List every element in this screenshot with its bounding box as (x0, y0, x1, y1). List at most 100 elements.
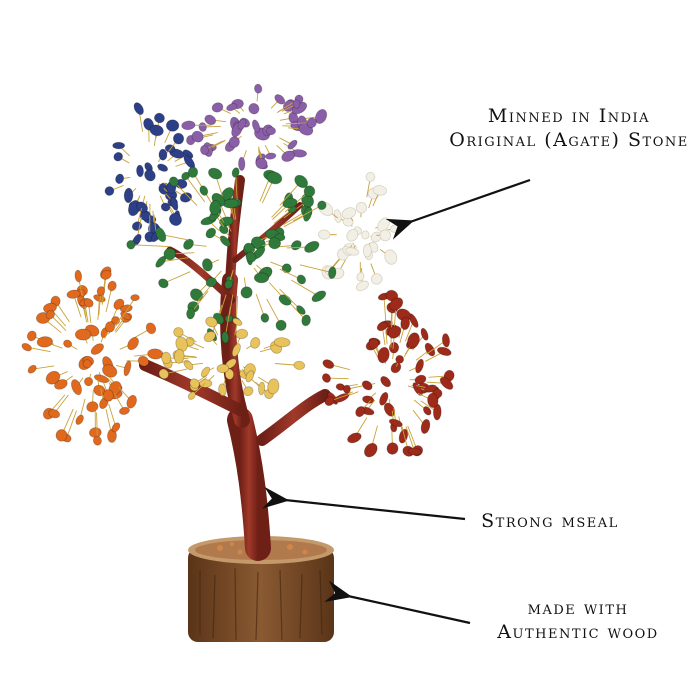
gem-chip (102, 364, 118, 378)
gem-chip (235, 328, 249, 340)
gold-wire (291, 279, 320, 297)
gem-chip (208, 167, 223, 180)
gem-chip (258, 381, 266, 396)
gem-chip (361, 230, 370, 240)
gem-chip (211, 102, 224, 113)
gem-chip (158, 368, 170, 380)
gem-chip (102, 389, 114, 402)
gold-wire (66, 410, 77, 439)
gem-chip (287, 139, 298, 150)
gem-chip (290, 240, 302, 251)
gem-chip (389, 224, 401, 233)
gem-chip (218, 224, 229, 235)
gem-chip (155, 227, 167, 243)
gem-chip (260, 313, 270, 323)
gem-chip (328, 266, 337, 280)
gem-chip (205, 227, 217, 239)
gem-chip (71, 379, 82, 396)
gem-chip (265, 126, 277, 136)
gem-chip (131, 221, 143, 231)
mseal-arrow (261, 486, 466, 521)
gem-chip (55, 429, 68, 442)
gem-chip (161, 351, 172, 365)
gold-wire (405, 426, 416, 452)
gem-chip (303, 206, 313, 222)
gem-chip (318, 229, 331, 240)
gem-chip (107, 280, 117, 292)
gem-chip (173, 348, 185, 364)
gem-chip (296, 305, 306, 315)
gem-chip (281, 263, 292, 274)
gem-chip (355, 406, 366, 418)
gem-chip (400, 316, 411, 330)
gem-chip (422, 406, 432, 416)
stone-arrow (385, 178, 531, 240)
gem-chip (63, 339, 73, 348)
gem-chip (165, 119, 180, 132)
gem-chip (186, 307, 196, 320)
gem-chip (265, 152, 277, 160)
gem-chip (136, 164, 144, 178)
gem-chip (104, 186, 115, 196)
gem-chip (341, 207, 357, 220)
gem-chip (415, 358, 424, 374)
gem-chip (45, 370, 61, 385)
gem-chip (368, 338, 380, 349)
gem-chip (420, 418, 431, 434)
gem-chip (216, 363, 230, 374)
gold-wire (173, 181, 198, 206)
gem-chip (268, 237, 281, 250)
gem-chip (86, 401, 99, 413)
gem-chip (205, 316, 218, 328)
gem-chip (157, 163, 169, 172)
gem-chip (145, 322, 157, 335)
gem-chip (432, 403, 442, 421)
gem-chip (123, 187, 134, 204)
gem-chip (424, 384, 438, 393)
gem-chip (275, 319, 287, 331)
gem-chip (112, 141, 126, 150)
gem-chip (154, 112, 165, 124)
gem-chip (362, 243, 372, 258)
gem-chip (163, 247, 176, 261)
gem-chip (111, 422, 121, 433)
gem-chip (361, 380, 373, 391)
gem-chip (387, 325, 402, 339)
gem-chip (115, 173, 125, 185)
gem-chip (250, 337, 261, 349)
gem-chip (390, 362, 402, 374)
gold-wire (163, 271, 191, 284)
gem-chip (317, 200, 327, 211)
gold-wire (97, 298, 100, 320)
gem-chip (48, 408, 61, 419)
gem-chip (199, 185, 209, 196)
gem-chip (137, 355, 150, 367)
gem-chip (274, 94, 286, 105)
gem-chip (144, 169, 156, 182)
gem-chip (324, 396, 335, 407)
gem-chip (219, 235, 231, 247)
gem-chip (198, 122, 207, 132)
gem-chip (84, 376, 94, 387)
gem-chip (386, 442, 399, 455)
gem-chip (203, 330, 216, 343)
gem-chip (296, 274, 307, 285)
gem-chip (168, 176, 179, 187)
gem-chip (292, 99, 301, 109)
gem-chip (181, 120, 196, 131)
gem-chip (395, 354, 405, 364)
gem-chip (254, 83, 263, 94)
gem-chip (224, 279, 234, 290)
gold-wire (120, 297, 136, 320)
gem-chip (127, 336, 139, 351)
wood-label: made with Authentic wood (478, 596, 678, 644)
citrine-cluster (158, 316, 306, 400)
gem-chip (436, 346, 452, 357)
gem-chip (248, 103, 260, 115)
gem-chip (82, 359, 92, 369)
gem-chip (226, 103, 238, 112)
gem-chip (160, 202, 171, 212)
gem-chip (54, 379, 68, 390)
wood-arrow (324, 580, 471, 625)
